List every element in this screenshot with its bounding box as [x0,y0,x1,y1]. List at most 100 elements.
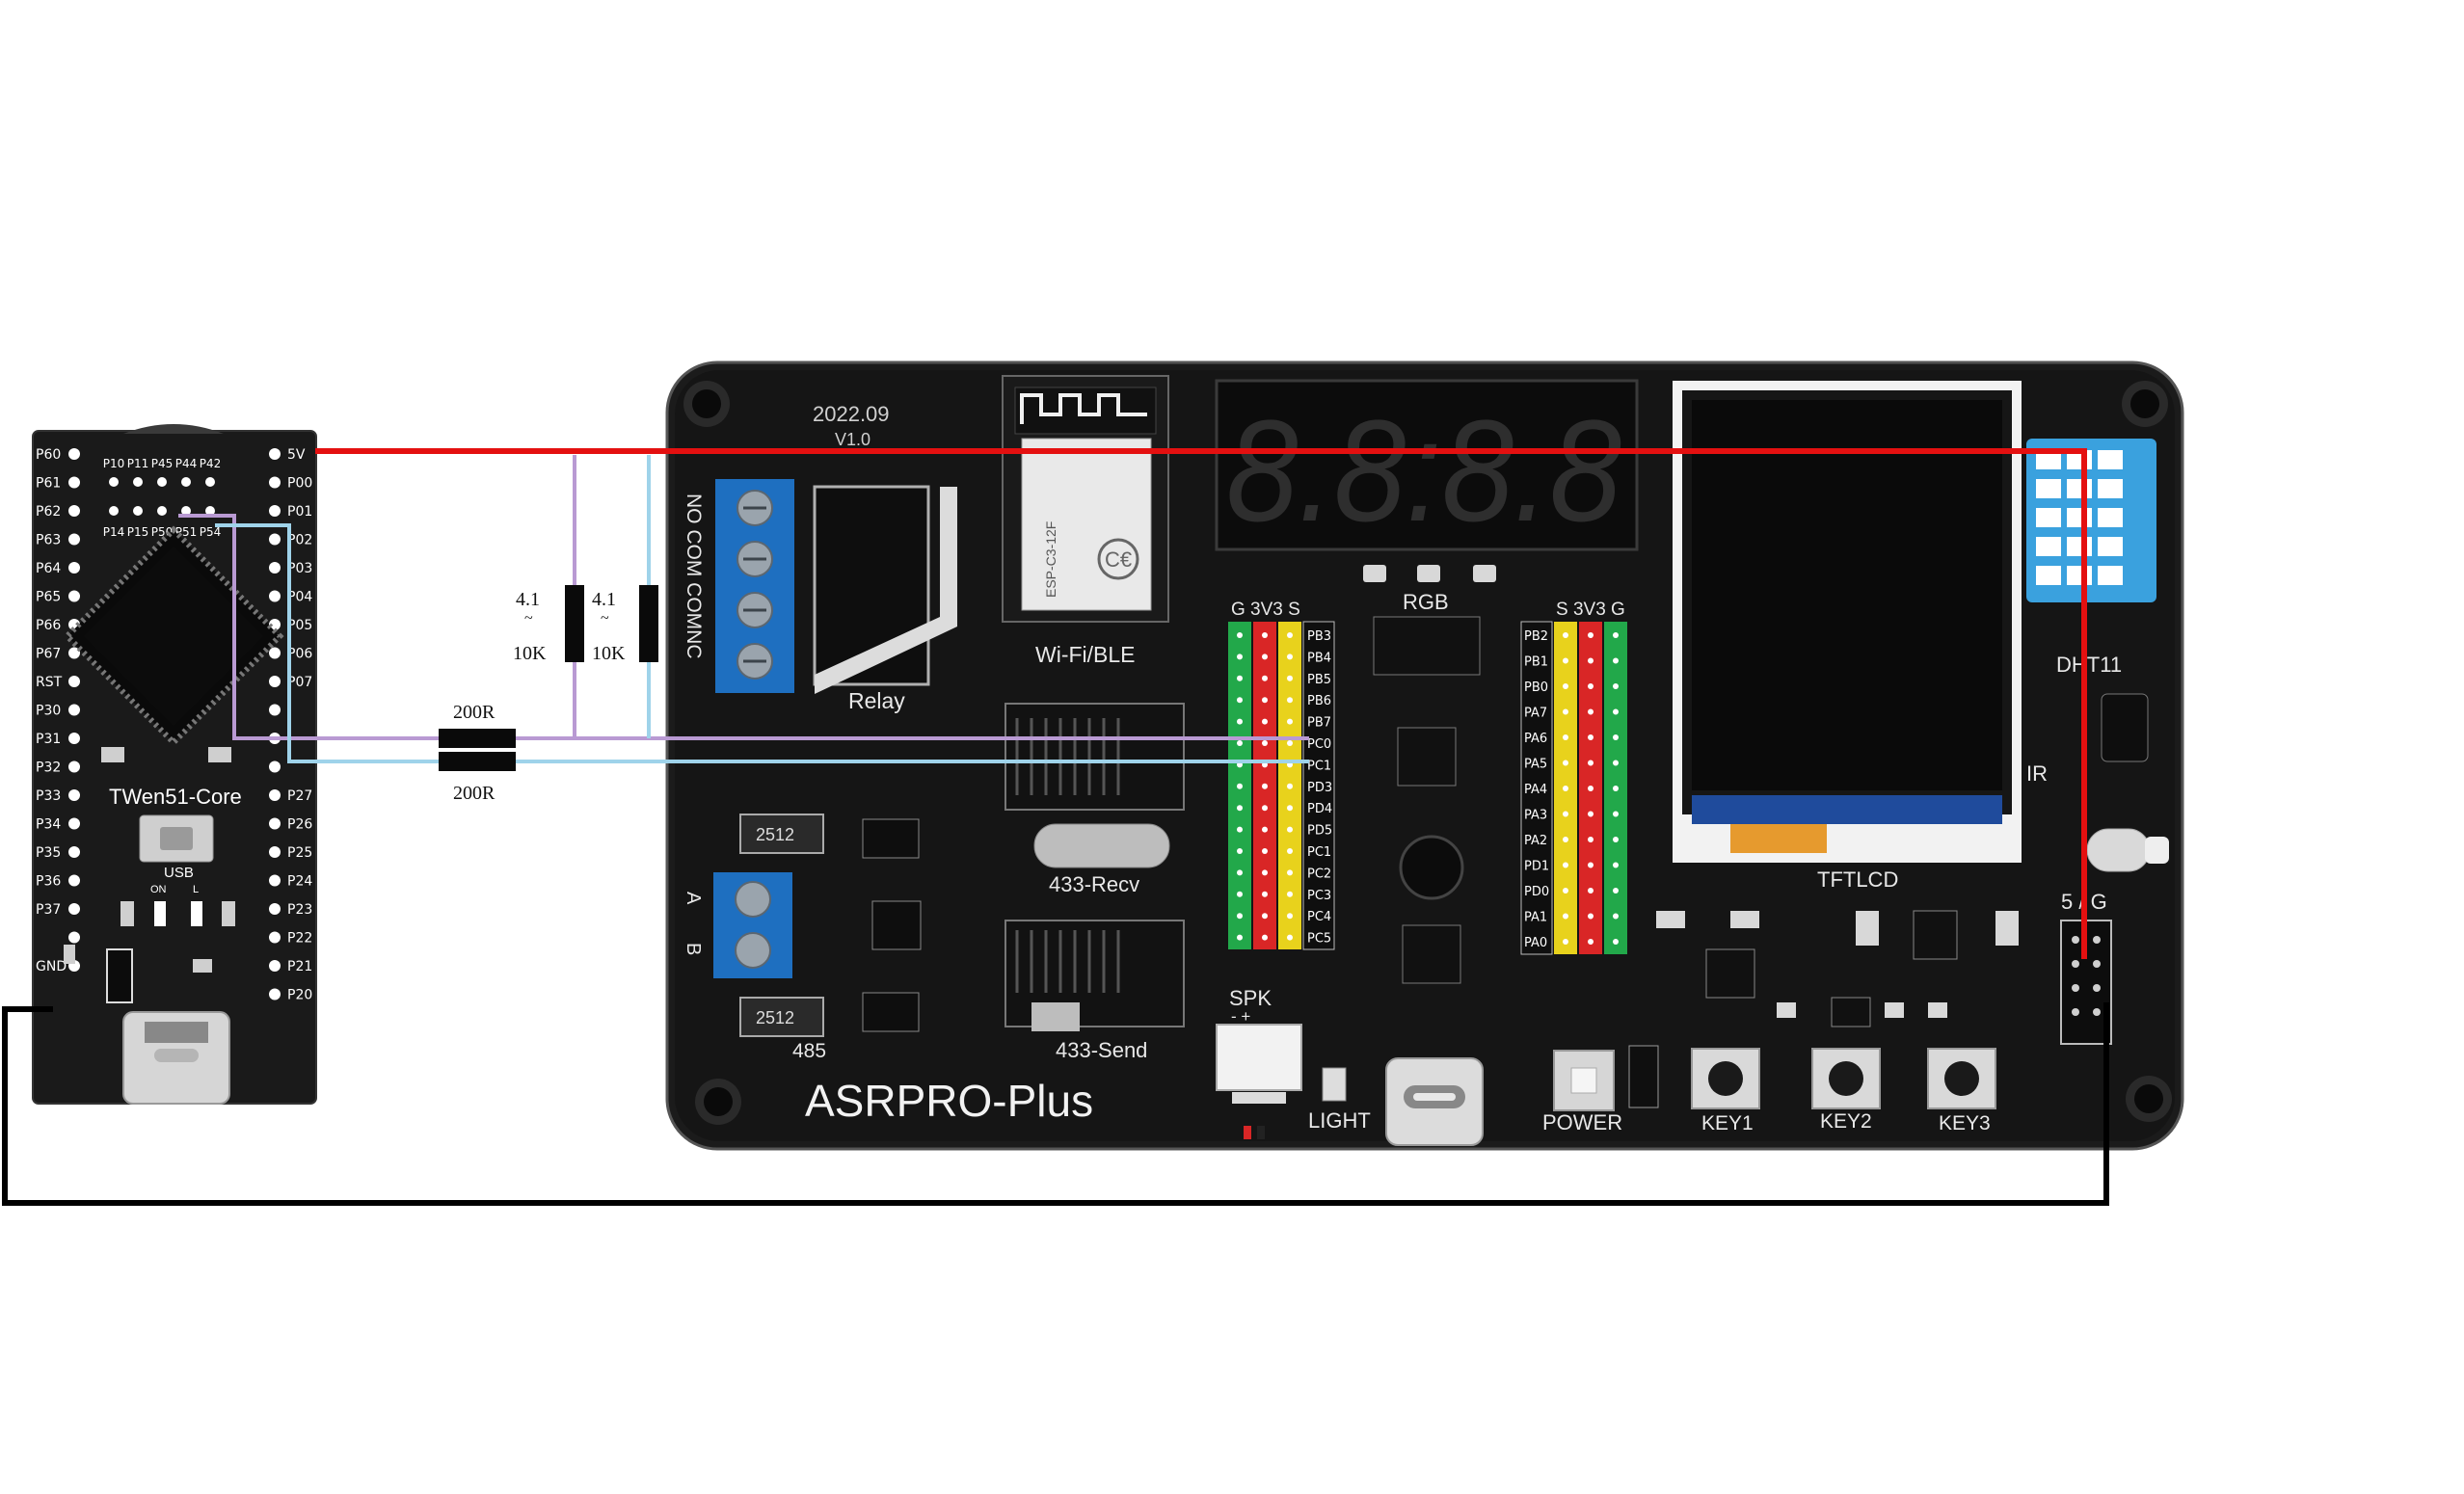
power-switch-side [1628,1045,1659,1108]
header-pin-hole [1237,718,1243,725]
header-pin-hole [1287,654,1293,660]
core-right-pin-label: P00 [287,476,312,492]
core-usb-c-port[interactable] [122,1011,230,1105]
left-port-pin-label: PD3 [1307,781,1332,795]
rs485-chip [871,900,922,950]
core-left-pin-hole [68,448,80,460]
core-top-pin-hole [181,477,191,487]
rgb-leds [1363,565,1496,582]
core-right-pin-hole [269,562,281,574]
header-pin-hole [1588,786,1594,791]
header-pin-hole [1613,734,1619,740]
core-left-pin-hole [68,505,80,517]
header-pin-hole [1237,826,1243,833]
core-right-pin-label: P02 [287,533,312,548]
header-pin-hole [1237,805,1243,812]
header-pin-hole [1237,869,1243,876]
right-port-pin-label: PD1 [1524,860,1549,874]
core-right-pin-hole [269,960,281,972]
header-pin-hole [1287,783,1293,789]
core-left-pin-label: P65 [36,590,61,605]
core-top-pin-label: P44 [175,457,198,470]
core-left-pin-hole [68,789,80,801]
key2-button[interactable] [1811,1048,1881,1109]
header-pin-hole [1287,848,1293,854]
wifi-module-text: ESP-C3-12F [1043,521,1058,598]
key1-button[interactable] [1691,1048,1760,1109]
core-left-pin-label: P31 [36,732,61,747]
header-pin-hole [1588,683,1594,689]
core-right-pin-hole [269,647,281,659]
key3-button[interactable] [1927,1048,1996,1109]
ir-label: IR [2026,761,2048,786]
right-port-pin-label: PA4 [1524,783,1547,797]
left-port-pin-label: PB5 [1307,673,1331,687]
header-pin-hole [1262,826,1268,833]
core-top-pin-hole [133,506,143,516]
left-port-pin-label: PC5 [1307,932,1331,947]
pot-resistor-2 [639,585,658,662]
header-pin-hole [1237,934,1243,941]
core-right-pin-hole [269,931,281,944]
core-top-pin-label: P42 [200,457,222,470]
core-top-pin-hole [157,506,167,516]
core-right-pin-label: P21 [287,959,312,974]
left-port-pin-label: PC0 [1307,737,1331,752]
svg-text:C€: C€ [1105,547,1132,572]
header-pin-hole [1588,760,1594,766]
header-pin-hole [1287,805,1293,812]
ir-led [2086,828,2169,872]
core-reset-button[interactable] [139,814,214,863]
resistor-200r-2 [439,752,516,771]
header-pin-hole [1287,869,1293,876]
header-pin-hole [1588,657,1594,664]
header-pin-hole [1287,697,1293,704]
left-port-pin-label: PC2 [1307,867,1331,881]
power-switch[interactable] [1553,1050,1615,1111]
key3-label: KEY3 [1939,1112,1991,1134]
dht11-label: DHT11 [2056,653,2122,677]
core-left-pin-hole [68,874,80,887]
header-pin-hole [1588,708,1594,715]
core-left-pin-label: P66 [36,618,61,633]
pot2-bottom-label: 10K [592,643,626,664]
core-left-pin-hole [68,733,80,744]
core-right-pin-label: P06 [287,647,312,662]
usb-c-port-main[interactable] [1385,1057,1484,1146]
right-port-pin-label: PB1 [1524,655,1548,670]
core-right-pin-label: P22 [287,931,312,947]
header-pin-hole [1563,811,1568,817]
ic-chip-upper [1373,616,1481,676]
core-right-pin-label: P26 [287,817,312,833]
pot2-top-label: 4.1 [592,589,616,610]
seven-segment-display: 8.8:8.8 [1215,379,1639,551]
buzzer [1399,835,1464,900]
chip-2512-a: 2512 [739,814,824,854]
core-right-pin-label: 5V [287,447,306,463]
core-top-pin-hole [205,506,215,516]
right-port-pin-label: PB0 [1524,680,1548,695]
left-port-pin-labels: PB3PB4PB5PB6PB7PC0PC1PD3PD4PD5PC1PC2PC3P… [1237,629,1332,947]
core-right-pin-hole [269,533,281,546]
header-pin-hole [1287,826,1293,833]
header-pin-hole [1613,786,1619,791]
header-pin-hole [1287,718,1293,725]
right-port-pin-label: PA5 [1524,758,1547,772]
core-slide-switch[interactable] [106,948,133,1003]
header-pin-hole [1613,939,1619,945]
spk-pin-polarity: - + [1231,1007,1250,1026]
right-port-pin-label: PA6 [1524,732,1547,746]
right-port-pin-label: PA0 [1524,936,1547,950]
left-port-pin-label: PC3 [1307,889,1331,903]
core-left-pin-hole [68,931,80,944]
core-right-pin-hole [269,476,281,489]
core-left-pin-label: P34 [36,817,61,833]
rs485-terminal-b: B [683,943,704,955]
core-left-pin-hole [68,846,80,858]
header-pin-hole [1563,734,1568,740]
header-pin-hole [1563,632,1568,638]
misc-components [1656,910,2019,1027]
header-pin-hole [1588,939,1594,945]
